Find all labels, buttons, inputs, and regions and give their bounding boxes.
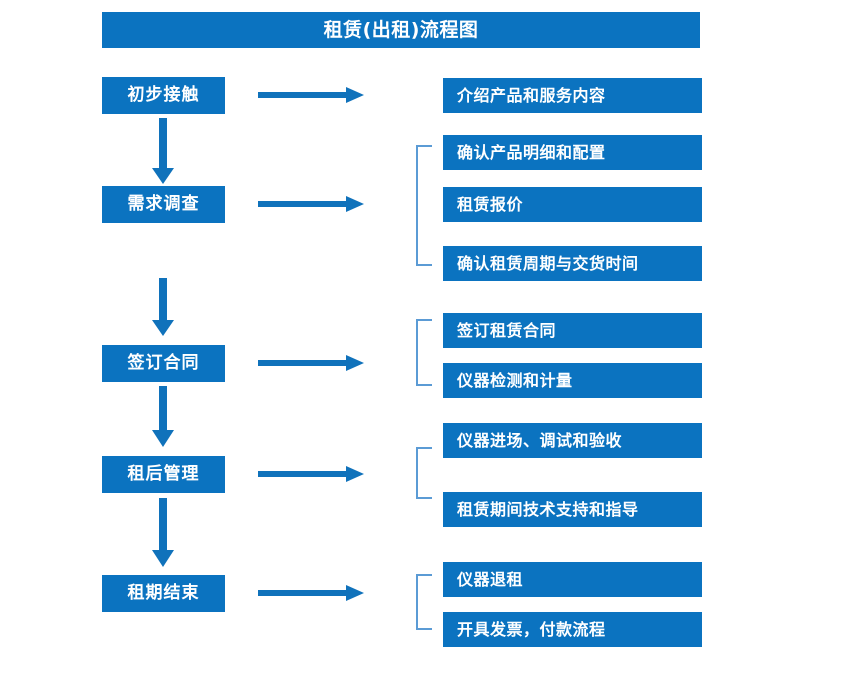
detail-label: 仪器检测和计量	[457, 370, 573, 390]
stage-label: 租后管理	[127, 464, 200, 484]
detail-label: 开具发票，付款流程	[457, 619, 606, 639]
bracket-lease-end	[416, 574, 432, 630]
detail-box-instrument-onsite-commissioning[interactable]: 仪器进场、调试和验收	[443, 423, 702, 458]
stage-label: 租期结束	[127, 583, 200, 603]
detail-label: 租赁期间技术支持和指导	[457, 499, 639, 519]
detail-box-instrument-inspection[interactable]: 仪器检测和计量	[443, 363, 702, 398]
vertical-arrow-demand-to-contract	[152, 278, 174, 336]
diagram-title-bar: 租赁(出租)流程图	[102, 12, 700, 48]
detail-box-sign-rental-contract[interactable]: 签订租赁合同	[443, 313, 702, 348]
stage-box-post-rental-management[interactable]: 租后管理	[102, 456, 225, 493]
detail-label: 签订租赁合同	[457, 320, 557, 340]
stage-box-demand-survey[interactable]: 需求调查	[102, 186, 225, 223]
detail-label: 仪器退租	[457, 569, 524, 589]
detail-label: 介绍产品和服务内容	[457, 85, 606, 105]
detail-label: 租赁报价	[457, 194, 524, 214]
detail-box-confirm-product-spec[interactable]: 确认产品明细和配置	[443, 135, 702, 170]
vertical-arrow-postrental-to-leaseend	[152, 498, 174, 567]
diagram-title: 租赁(出租)流程图	[323, 18, 479, 41]
horizontal-arrow-demand-survey	[258, 196, 364, 212]
detail-box-confirm-period-delivery[interactable]: 确认租赁周期与交货时间	[443, 246, 702, 281]
detail-box-introduce-products[interactable]: 介绍产品和服务内容	[443, 78, 702, 113]
bracket-post-rental	[416, 447, 432, 499]
horizontal-arrow-sign-contract	[258, 355, 364, 371]
vertical-arrow-initial-to-demand	[152, 118, 174, 184]
stage-label: 需求调查	[127, 194, 200, 214]
stage-label: 签订合同	[127, 353, 200, 373]
detail-label: 仪器进场、调试和验收	[457, 430, 623, 450]
vertical-arrow-contract-to-postrental	[152, 386, 174, 447]
bracket-sign-contract	[416, 319, 432, 386]
stage-box-initial-contact[interactable]: 初步接触	[102, 77, 225, 114]
stage-box-lease-end[interactable]: 租期结束	[102, 575, 225, 612]
detail-box-technical-support[interactable]: 租赁期间技术支持和指导	[443, 492, 702, 527]
stage-box-sign-contract[interactable]: 签订合同	[102, 345, 225, 382]
detail-label: 确认产品明细和配置	[457, 142, 606, 162]
detail-box-invoice-payment[interactable]: 开具发票，付款流程	[443, 612, 702, 647]
detail-box-rental-quotation[interactable]: 租赁报价	[443, 187, 702, 222]
detail-label: 确认租赁周期与交货时间	[457, 253, 639, 273]
bracket-demand-survey	[416, 145, 432, 266]
stage-label: 初步接触	[127, 85, 200, 105]
detail-box-instrument-return[interactable]: 仪器退租	[443, 562, 702, 597]
horizontal-arrow-initial-contact	[258, 87, 364, 103]
horizontal-arrow-lease-end	[258, 585, 364, 601]
horizontal-arrow-post-rental	[258, 466, 364, 482]
